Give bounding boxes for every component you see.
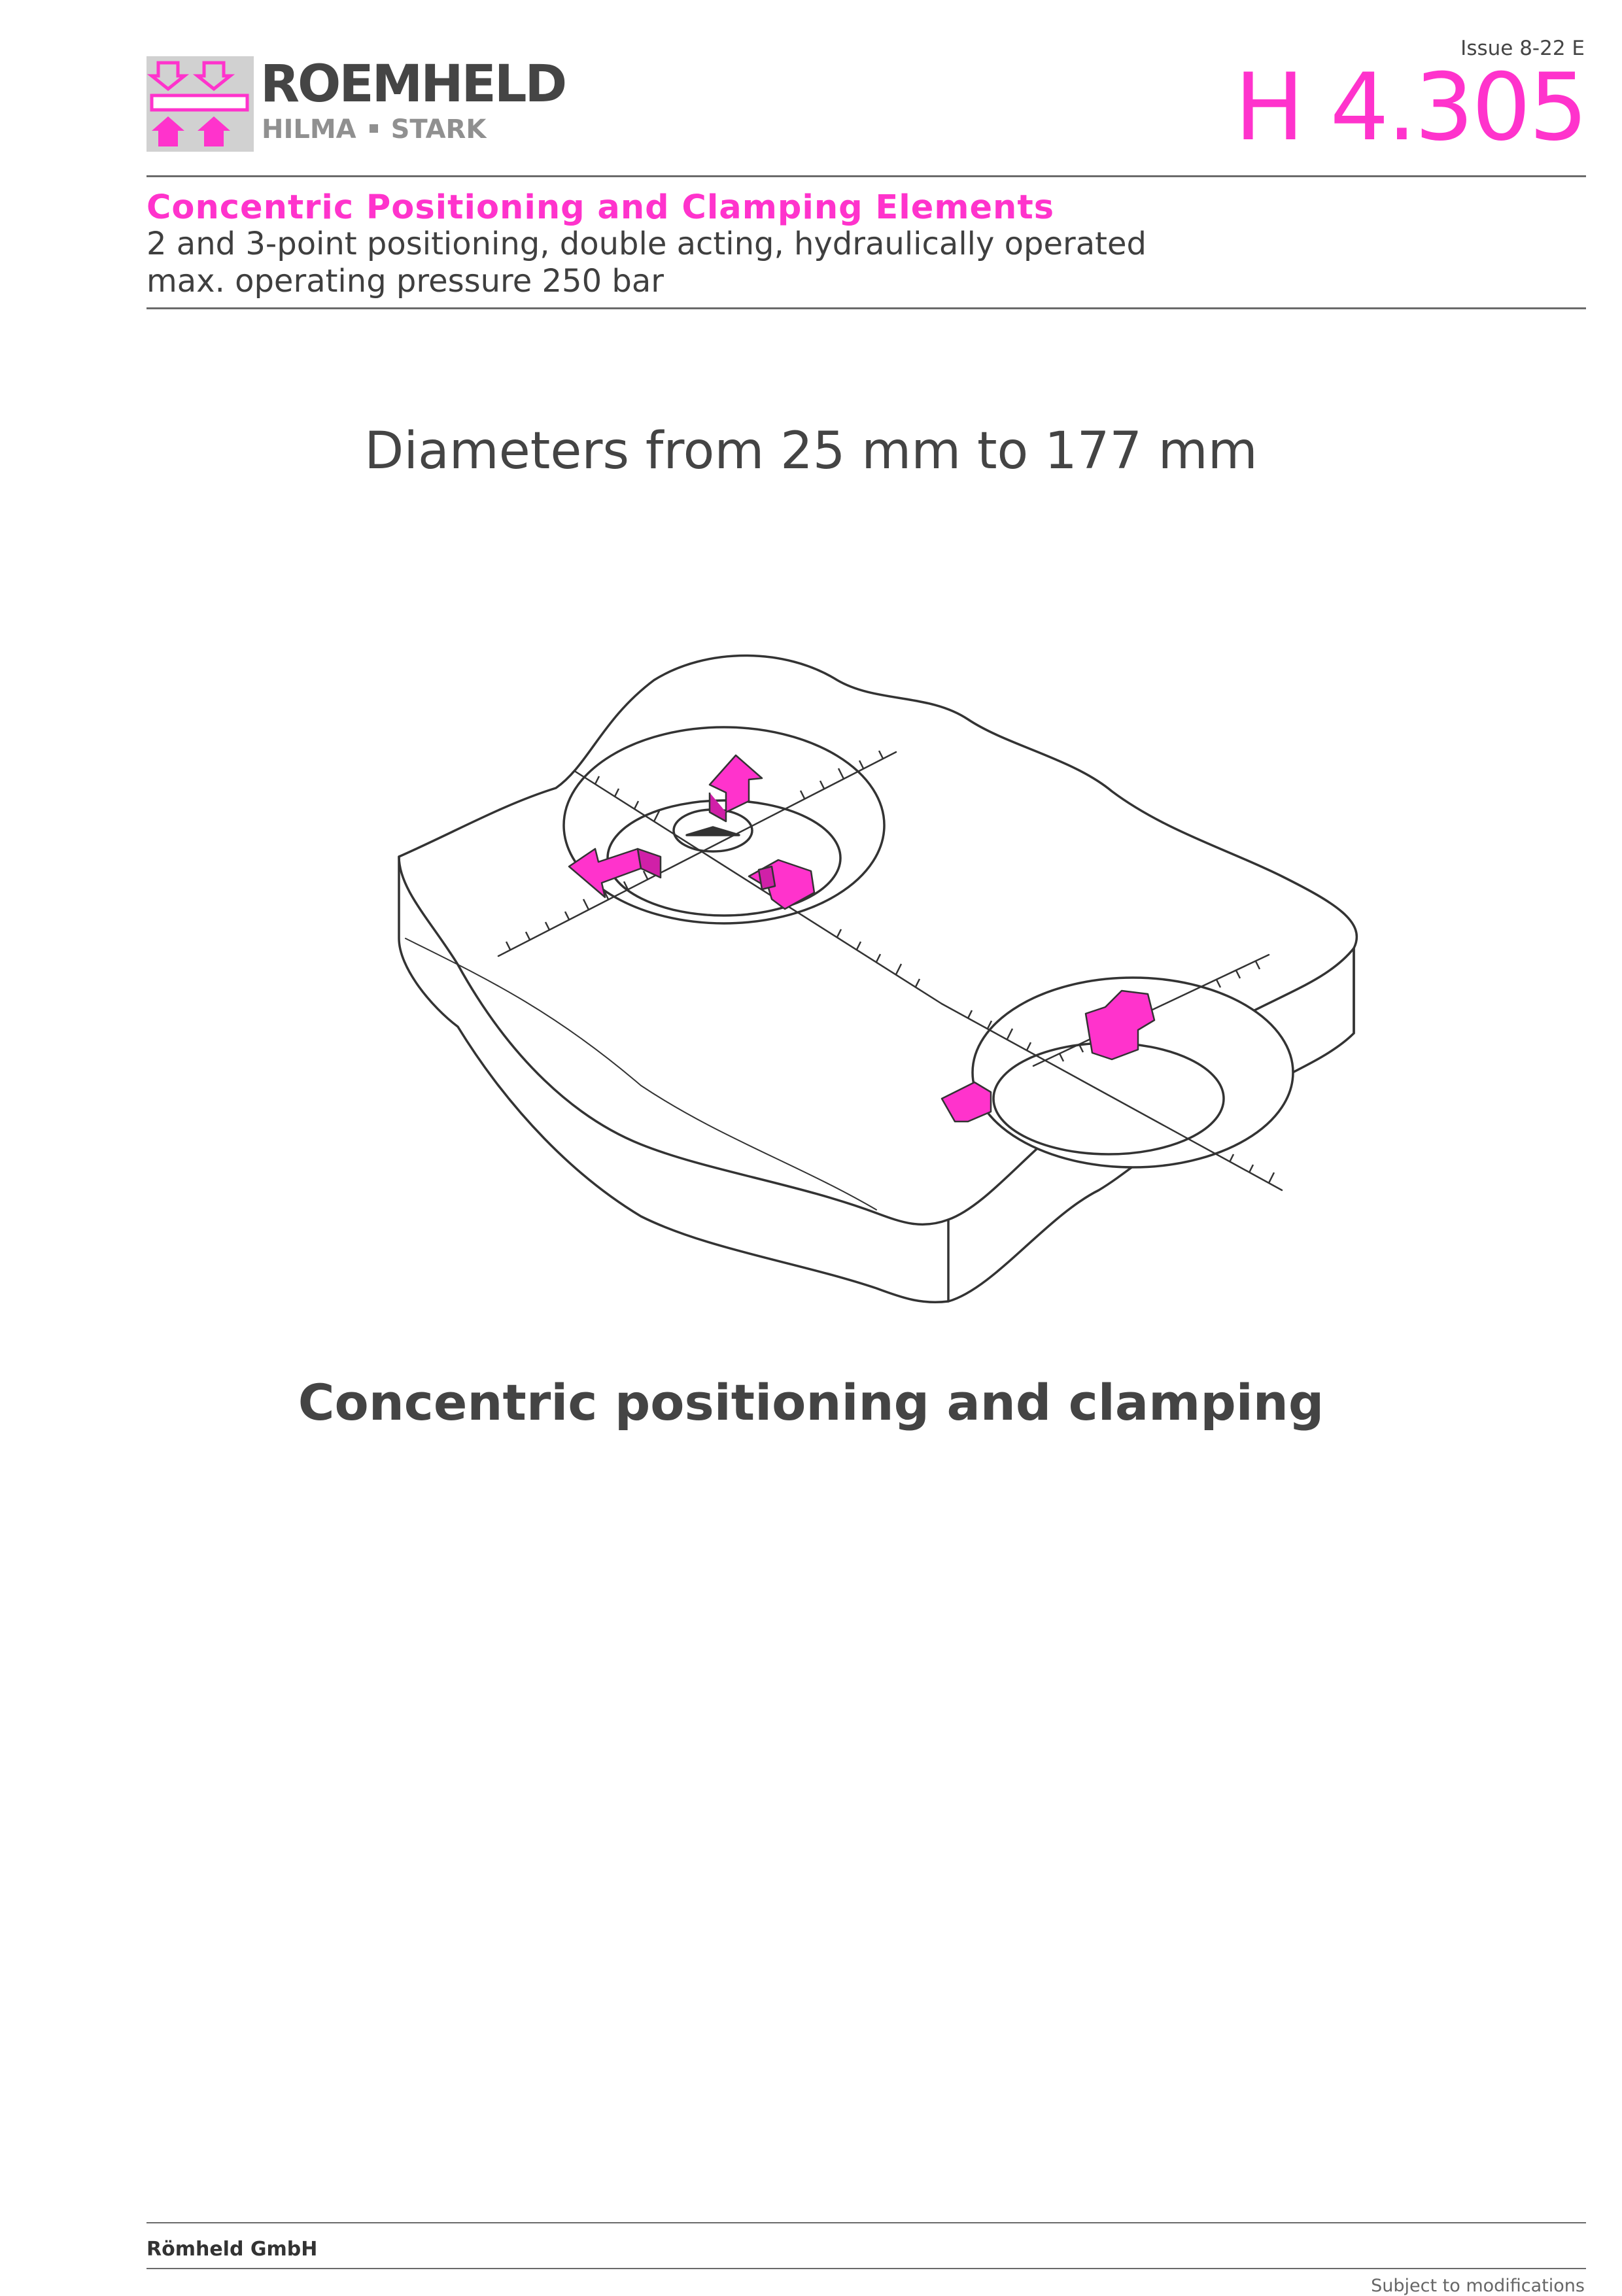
brand-subline: HILMA STARK [262, 116, 486, 143]
footer-rule-top [147, 2222, 1586, 2223]
brand-sub-hilma: HILMA [262, 114, 356, 145]
title-rule [147, 307, 1586, 309]
product-subline-2: max. operating pressure 250 bar [147, 263, 664, 300]
diameter-range-title: Diameters from 25 mm to 177 mm [364, 422, 1258, 481]
workpiece-drawing [398, 654, 1358, 1304]
brand-sub-stark: STARK [390, 114, 487, 145]
workpiece-illustration [379, 641, 1400, 1321]
clamp-arrow-upright-icon [1084, 989, 1156, 1061]
document-number: H 4.305 [1234, 54, 1588, 162]
separator-square-icon [369, 124, 378, 133]
modification-note: Subject to modifications [1371, 2276, 1585, 2296]
brand-logo-mark [147, 56, 254, 152]
footer-rule-bottom [147, 2268, 1586, 2269]
issue-label: Issue 8-22 E [1460, 37, 1585, 60]
figure-caption: Concentric positioning and clamping [298, 1373, 1324, 1431]
header-rule [147, 175, 1586, 177]
clamp-arrows-icon [147, 61, 249, 146]
company-name: Römheld GmbH [147, 2238, 318, 2261]
clamp-arrow-downleft-icon [940, 1081, 992, 1123]
brand-name: ROEMHELD [260, 55, 567, 114]
product-heading: Concentric Positioning and Clamping Elem… [147, 188, 1055, 227]
product-subline-1: 2 and 3-point positioning, double acting… [147, 226, 1147, 262]
clamp-arrow-up-icon [708, 754, 763, 814]
